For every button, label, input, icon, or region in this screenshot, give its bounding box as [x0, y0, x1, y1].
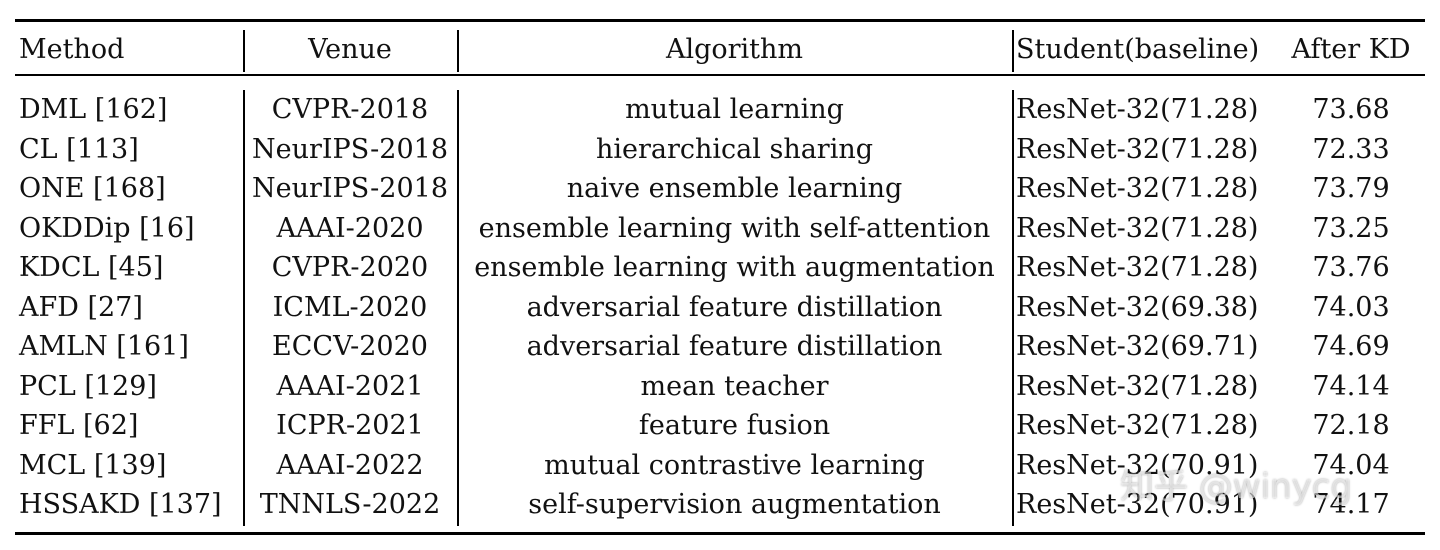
cell-venue: TNNLS-2022: [259, 489, 441, 521]
column-divider: [457, 90, 459, 526]
cell-algorithm: feature fusion: [638, 410, 831, 442]
cell-algorithm: naive ensemble learning: [566, 173, 903, 205]
cell-student-baseline: ResNet-32(71.28): [1016, 410, 1259, 442]
cell-venue: ICPR-2021: [276, 410, 424, 442]
cell-method: FFL [62]: [19, 410, 139, 442]
cell-after-kd: 74.14: [1312, 370, 1390, 402]
cell-method: OKDDip [16]: [19, 212, 195, 244]
header-method: Method: [19, 33, 125, 65]
cell-after-kd: 73.25: [1312, 212, 1390, 244]
cell-algorithm: adversarial feature distillation: [526, 291, 943, 323]
cell-student-baseline: ResNet-32(71.28): [1016, 133, 1259, 165]
column-divider: [457, 30, 459, 72]
cell-venue: AAAI-2020: [276, 212, 424, 244]
cell-algorithm: self-supervision augmentation: [528, 489, 941, 521]
table-top-rule: [15, 19, 1425, 22]
cell-venue: NeurIPS-2018: [251, 133, 449, 165]
cell-method: ONE [168]: [19, 173, 166, 205]
cell-algorithm: mutual contrastive learning: [544, 449, 925, 481]
cell-student-baseline: ResNet-32(70.91): [1016, 489, 1259, 521]
table-bottom-rule: [15, 532, 1425, 535]
cell-student-baseline: ResNet-32(71.28): [1016, 370, 1259, 402]
cell-student-baseline: ResNet-32(70.91): [1016, 449, 1259, 481]
cell-method: PCL [129]: [19, 370, 157, 402]
column-divider: [1012, 90, 1014, 526]
header-venue: Venue: [308, 33, 392, 65]
cell-after-kd: 74.04: [1312, 449, 1390, 481]
table-row: AFD [27] ICML-2020 adversarial feature d…: [15, 288, 1425, 328]
cell-student-baseline: ResNet-32(69.71): [1016, 331, 1259, 363]
column-divider: [1012, 30, 1014, 72]
cell-method: KDCL [45]: [19, 252, 164, 284]
cell-algorithm: ensemble learning with self-attention: [478, 212, 991, 244]
cell-student-baseline: ResNet-32(69.38): [1016, 291, 1259, 323]
table-row: DML [162] CVPR-2018 mutual learning ResN…: [15, 76, 1425, 130]
table-row: FFL [62] ICPR-2021 feature fusion ResNet…: [15, 406, 1425, 446]
cell-student-baseline: ResNet-32(71.28): [1016, 173, 1259, 205]
cell-algorithm: hierarchical sharing: [595, 133, 874, 165]
table-row: HSSAKD [137] TNNLS-2022 self-supervision…: [15, 485, 1425, 525]
cell-algorithm: adversarial feature distillation: [526, 331, 943, 363]
kd-results-table: Method Venue Algorithm Student(baseline)…: [15, 22, 1425, 525]
table-row: PCL [129] AAAI-2021 mean teacher ResNet-…: [15, 367, 1425, 407]
header-after-kd: After KD: [1291, 33, 1411, 65]
cell-algorithm: ensemble learning with augmentation: [474, 252, 995, 284]
column-divider: [243, 30, 245, 72]
table-row: KDCL [45] CVPR-2020 ensemble learning wi…: [15, 248, 1425, 288]
cell-method: AFD [27]: [19, 291, 143, 323]
cell-venue: AAAI-2022: [276, 449, 424, 481]
cell-after-kd: 73.79: [1312, 173, 1390, 205]
table-row: OKDDip [16] AAAI-2020 ensemble learning …: [15, 209, 1425, 249]
table-header-rule: [15, 74, 1425, 76]
cell-algorithm: mutual learning: [625, 94, 844, 126]
cell-student-baseline: ResNet-32(71.28): [1016, 94, 1259, 126]
cell-venue: ECCV-2020: [272, 331, 428, 363]
table-row: CL [113] NeurIPS-2018 hierarchical shari…: [15, 130, 1425, 170]
cell-venue: AAAI-2021: [276, 370, 424, 402]
cell-after-kd: 73.68: [1312, 94, 1390, 126]
cell-method: DML [162]: [19, 94, 168, 126]
table-row: AMLN [161] ECCV-2020 adversarial feature…: [15, 327, 1425, 367]
cell-algorithm: mean teacher: [640, 370, 829, 402]
cell-after-kd: 74.69: [1312, 331, 1390, 363]
cell-student-baseline: ResNet-32(71.28): [1016, 252, 1259, 284]
cell-method: HSSAKD [137]: [19, 489, 222, 521]
table-row: ONE [168] NeurIPS-2018 naive ensemble le…: [15, 169, 1425, 209]
cell-venue: CVPR-2018: [271, 94, 429, 126]
cell-student-baseline: ResNet-32(71.28): [1016, 212, 1259, 244]
column-divider: [243, 90, 245, 526]
cell-venue: ICML-2020: [272, 291, 428, 323]
cell-method: MCL [139]: [19, 449, 167, 481]
header-student-baseline: Student(baseline): [1016, 33, 1260, 65]
table-row: MCL [139] AAAI-2022 mutual contrastive l…: [15, 446, 1425, 486]
cell-after-kd: 73.76: [1312, 252, 1390, 284]
cell-after-kd: 74.03: [1312, 291, 1390, 323]
cell-after-kd: 72.33: [1312, 133, 1390, 165]
header-algorithm: Algorithm: [665, 33, 804, 65]
cell-method: AMLN [161]: [19, 331, 189, 363]
table-header-row: Method Venue Algorithm Student(baseline)…: [15, 22, 1425, 76]
cell-after-kd: 74.17: [1312, 489, 1390, 521]
cell-venue: CVPR-2020: [271, 252, 429, 284]
cell-venue: NeurIPS-2018: [251, 173, 449, 205]
cell-after-kd: 72.18: [1312, 410, 1390, 442]
cell-method: CL [113]: [19, 133, 139, 165]
